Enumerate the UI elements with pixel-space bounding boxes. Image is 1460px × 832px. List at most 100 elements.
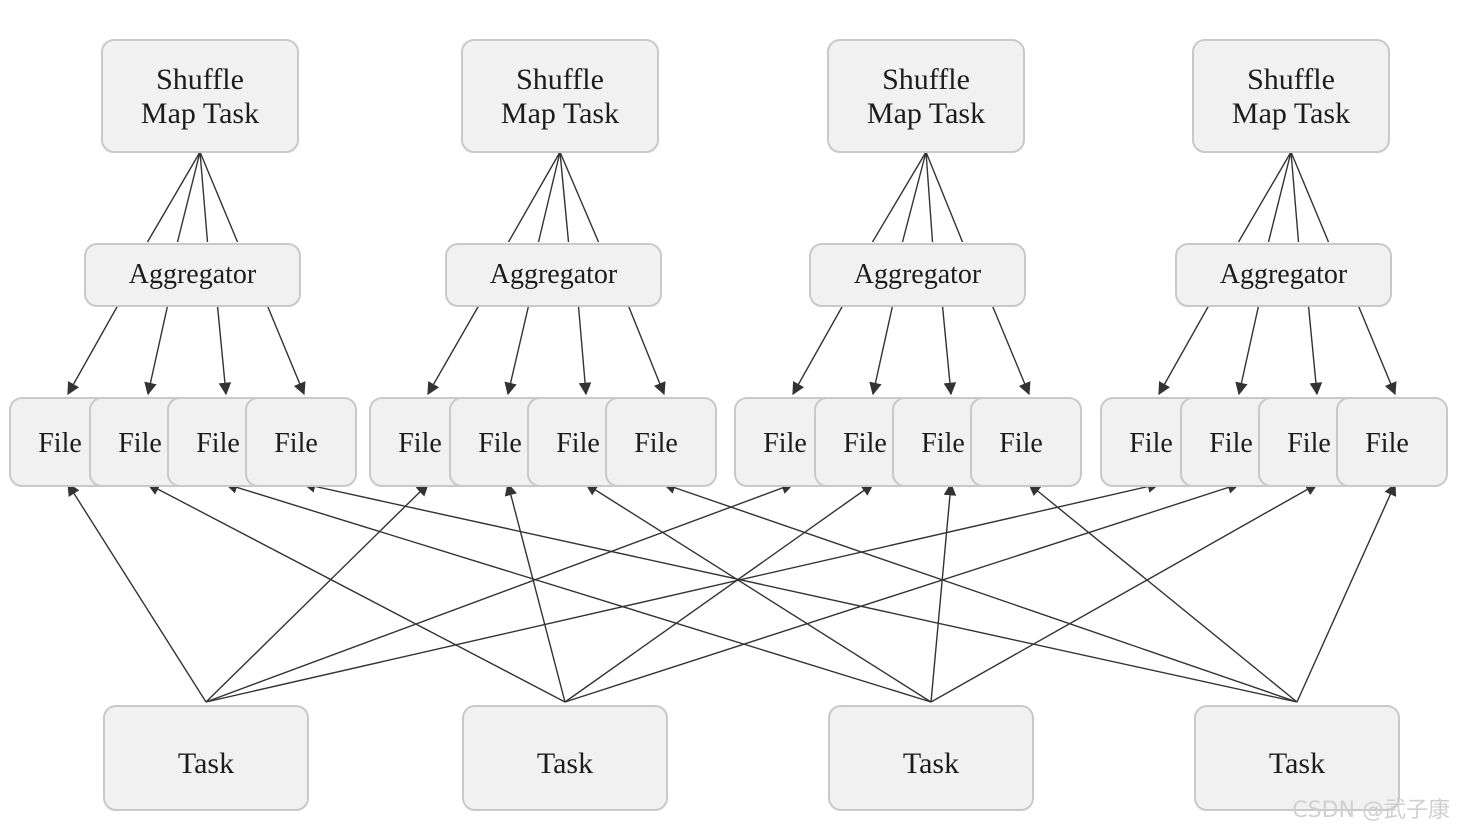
aggregator-file-arrow xyxy=(1158,305,1210,396)
file-box-frame xyxy=(245,397,357,487)
shuffle-map-task-line2: Map Task xyxy=(141,97,259,130)
mapper-aggregator-line xyxy=(199,151,209,243)
shuffle-map-task-line1: Shuffle xyxy=(156,63,244,96)
file-box-frame xyxy=(1336,397,1448,487)
file-label: File xyxy=(1365,428,1409,459)
file-label: File xyxy=(999,428,1043,459)
reduce-task-box: Task xyxy=(1194,705,1400,811)
watermark: CSDN @武子康 xyxy=(1292,798,1450,823)
reduce-task-box-frame xyxy=(828,705,1034,811)
aggregator-box: Aggregator xyxy=(1175,243,1392,307)
aggregator-file-arrow xyxy=(1235,305,1260,396)
aggregator-box: Aggregator xyxy=(809,243,1026,307)
file-label: File xyxy=(556,428,600,459)
mapper-aggregator-line xyxy=(925,151,934,243)
aggregator-file-arrow xyxy=(627,305,666,396)
task-file-arrow xyxy=(146,483,566,703)
aggregator-file-arrow xyxy=(869,305,894,396)
edges-layer xyxy=(67,151,1397,703)
reduce-task-box: Task xyxy=(828,705,1034,811)
task-file-arrow xyxy=(564,483,875,703)
mapper-aggregator-line xyxy=(559,151,570,243)
mapper-aggregator-line xyxy=(1290,151,1330,243)
task-file-arrow xyxy=(662,481,1298,703)
file-box-frame xyxy=(605,397,717,487)
mapper-aggregator-line xyxy=(176,151,201,243)
task-file-arrow xyxy=(302,480,1298,703)
aggregator-file-arrow xyxy=(1357,305,1397,396)
mapper-aggregator-line xyxy=(1267,151,1292,243)
file-label: File xyxy=(196,428,240,459)
mapper-aggregator-line xyxy=(537,151,561,243)
aggregator-file-arrow xyxy=(577,305,592,396)
reduce-task-box-frame xyxy=(103,705,309,811)
task-file-arrow xyxy=(1296,482,1397,703)
mapper-aggregator-line xyxy=(559,151,600,243)
file-label: File xyxy=(38,428,82,459)
file-box: File xyxy=(970,397,1082,487)
shuffle-map-task-line1: Shuffle xyxy=(1247,63,1335,96)
aggregator-file-arrow xyxy=(67,305,119,396)
aggregator-box-frame xyxy=(809,243,1026,307)
mapper-aggregator-line xyxy=(146,151,201,243)
aggregator-file-arrow xyxy=(144,305,169,396)
task-file-arrow xyxy=(564,481,1241,703)
file-label: File xyxy=(274,428,318,459)
mapper-aggregator-line xyxy=(1237,151,1292,243)
shuffle-map-task-box-frame xyxy=(1192,39,1390,153)
aggregator-label: Aggregator xyxy=(490,259,618,290)
shuffle-map-task-box-frame xyxy=(827,39,1025,153)
shuffle-map-task-line1: Shuffle xyxy=(882,63,970,96)
file-label: File xyxy=(634,428,678,459)
aggregator-label: Aggregator xyxy=(129,259,257,290)
shuffle-map-task-line2: Map Task xyxy=(1232,97,1350,130)
file-box: File xyxy=(1336,397,1448,487)
task-file-arrow xyxy=(205,482,795,703)
file-label: File xyxy=(843,428,887,459)
aggregator-file-arrow xyxy=(792,305,844,396)
aggregator-file-arrow xyxy=(991,305,1031,396)
task-file-arrow xyxy=(205,483,429,703)
file-label: File xyxy=(478,428,522,459)
reduce-task-label: Task xyxy=(178,747,234,780)
task-file-arrow xyxy=(504,482,566,703)
reduce-task-box-frame xyxy=(462,705,668,811)
aggregator-file-arrow xyxy=(1307,305,1323,396)
mapper-aggregator-line xyxy=(901,151,927,243)
reduce-task-label: Task xyxy=(903,747,959,780)
reduce-task-box: Task xyxy=(103,705,309,811)
shuffle-map-task-line2: Map Task xyxy=(501,97,619,130)
shuffle-map-task-line2: Map Task xyxy=(867,97,985,130)
aggregator-file-arrow xyxy=(504,305,530,396)
reduce-task-box: Task xyxy=(462,705,668,811)
aggregator-box: Aggregator xyxy=(84,243,301,307)
file-label: File xyxy=(398,428,442,459)
task-file-arrow xyxy=(584,483,932,703)
file-label: File xyxy=(118,428,162,459)
task-file-arrow xyxy=(1028,483,1298,703)
aggregator-box-frame xyxy=(445,243,662,307)
aggregator-file-arrow xyxy=(216,305,232,396)
task-file-arrow xyxy=(930,483,1319,703)
mapper-aggregator-line xyxy=(1290,151,1300,243)
reduce-task-label: Task xyxy=(1269,747,1325,780)
file-label: File xyxy=(763,428,807,459)
file-label: File xyxy=(1129,428,1173,459)
file-box: File xyxy=(245,397,357,487)
file-box: File xyxy=(605,397,717,487)
shuffle-map-task-box-frame xyxy=(101,39,299,153)
shuffle-map-task-box-frame xyxy=(461,39,659,153)
task-file-arrow xyxy=(205,480,1161,703)
reduce-task-label: Task xyxy=(537,747,593,780)
aggregator-label: Aggregator xyxy=(854,259,982,290)
aggregator-file-arrow xyxy=(427,305,480,396)
aggregator-box-frame xyxy=(84,243,301,307)
file-box-frame xyxy=(970,397,1082,487)
task-file-arrow xyxy=(224,481,932,703)
shuffle-map-task-line1: Shuffle xyxy=(516,63,604,96)
